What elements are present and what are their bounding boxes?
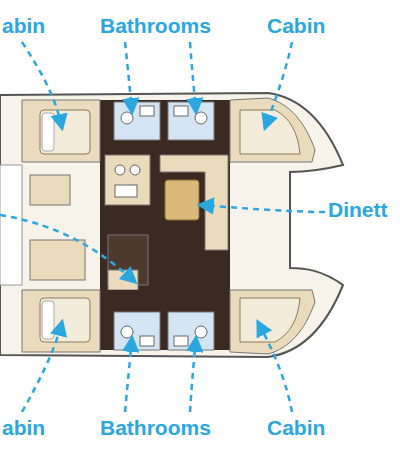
stove xyxy=(115,165,125,175)
cabin-room xyxy=(230,290,315,354)
dinette-sofa xyxy=(160,155,228,250)
callout-label: Bathrooms xyxy=(100,14,211,37)
bed xyxy=(40,298,90,342)
leader-line xyxy=(0,215,135,282)
leader-line xyxy=(22,322,62,412)
pillow xyxy=(42,301,54,339)
bed xyxy=(240,298,300,342)
leader-line xyxy=(190,338,196,412)
cabin-room xyxy=(22,290,100,352)
chart-table xyxy=(30,240,85,280)
bathroom-room xyxy=(114,102,160,140)
corridor xyxy=(100,100,230,162)
hull-outline xyxy=(0,93,343,357)
callout-label: abin xyxy=(2,416,45,439)
callout-label: Cabin xyxy=(267,416,325,439)
leader-line xyxy=(125,42,132,112)
bathroom-room xyxy=(168,102,214,140)
stove xyxy=(130,165,140,175)
bathroom-room xyxy=(114,312,160,350)
sink xyxy=(140,106,154,116)
callout-label: abin xyxy=(2,14,45,37)
leader-lines xyxy=(0,42,325,412)
galley-counter xyxy=(108,270,138,290)
leader-line xyxy=(258,322,292,412)
bed xyxy=(40,110,90,154)
leader-line xyxy=(190,42,196,112)
callout-label: Cabin xyxy=(267,14,325,37)
callout-label: Dinett xyxy=(328,198,388,221)
pillow xyxy=(42,113,54,151)
callout-label: Bathrooms xyxy=(100,416,211,439)
leader-line xyxy=(265,42,292,128)
leader-line xyxy=(125,338,132,412)
toilet xyxy=(195,112,207,124)
sink xyxy=(115,185,137,197)
toilet xyxy=(121,112,133,124)
leader-line xyxy=(200,205,325,212)
leader-line xyxy=(22,42,62,128)
sink xyxy=(140,336,154,346)
cabin-room xyxy=(22,100,100,162)
toilet xyxy=(195,326,207,338)
sink xyxy=(174,106,188,116)
sink xyxy=(174,336,188,346)
bathroom-room xyxy=(168,312,214,350)
stern-deck xyxy=(0,165,22,285)
toilet xyxy=(121,326,133,338)
corridor xyxy=(100,290,230,350)
dinette-table xyxy=(165,180,199,220)
helm-seat xyxy=(30,175,70,205)
galley-counter xyxy=(105,155,150,205)
